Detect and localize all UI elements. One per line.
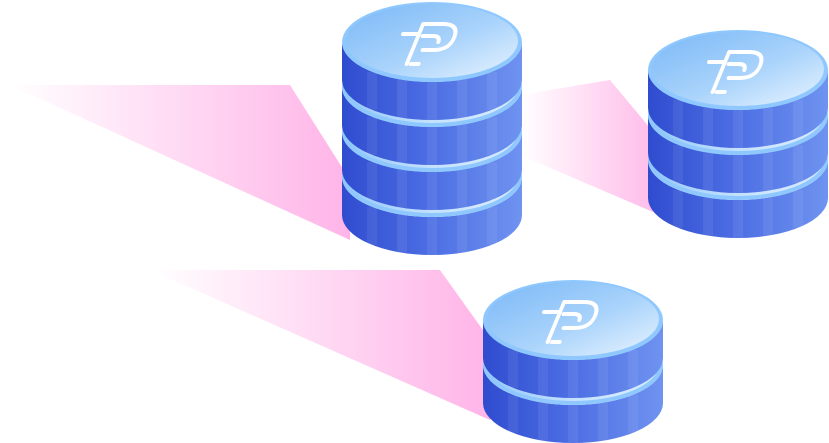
pyusd-logo-icon [541,300,599,344]
motion-trails [10,80,660,420]
coin [483,280,663,398]
coin-side [342,132,522,210]
coin-top [487,282,659,356]
coin [342,2,522,120]
coin-side [342,42,522,120]
trail-stack-large [10,85,350,240]
coin-stack-large [342,2,522,255]
coin [648,30,828,148]
pyusd-logo-icon [400,22,458,66]
coin-side [342,87,522,165]
coin-side [483,365,663,443]
coin-top [652,32,824,106]
pyusd-logo-icon [706,50,764,94]
coin-stack-right [648,30,828,238]
trail-stack-small [150,270,490,420]
trail-stack-right [520,80,660,215]
coin-side [648,160,828,238]
coin-side [483,320,663,398]
coin-side [342,177,522,255]
coin-stack-small [483,280,663,443]
coin-side [648,115,828,193]
coin-top [346,4,518,78]
coin-side [648,70,828,148]
